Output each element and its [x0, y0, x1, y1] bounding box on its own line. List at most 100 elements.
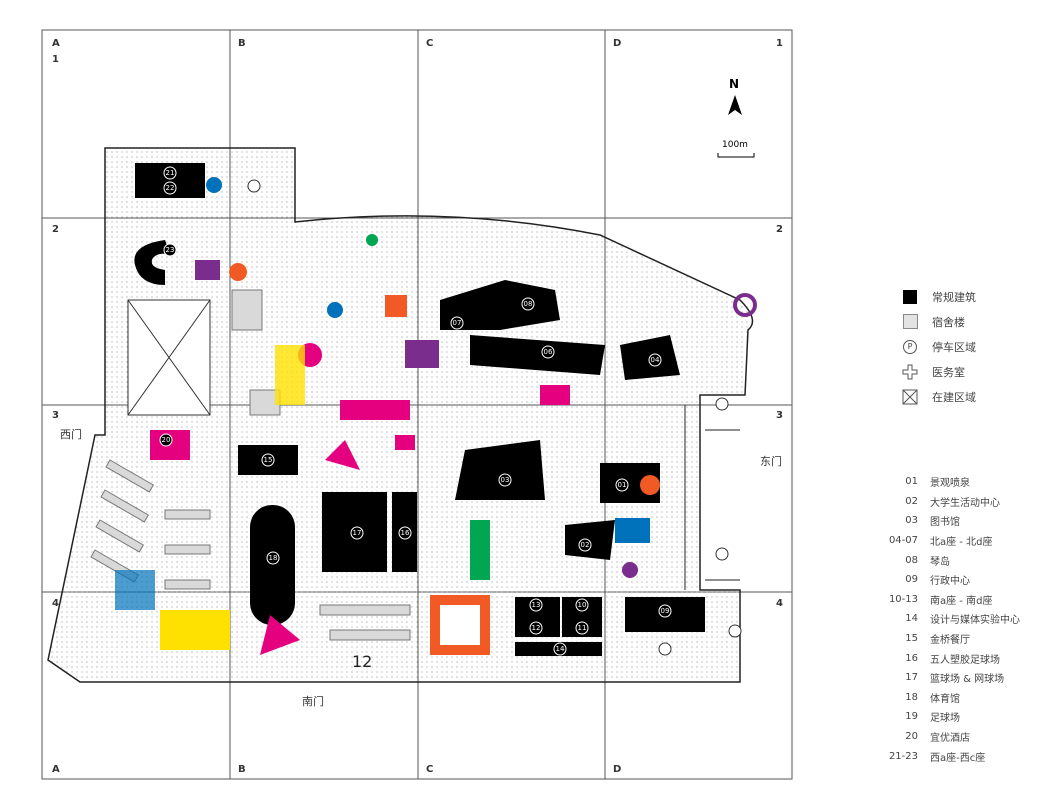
legend-item-medical: 医务室	[902, 359, 976, 384]
legend-item-building: 常规建筑	[902, 284, 976, 309]
legend-item-parking: P 停车区域	[902, 334, 976, 359]
marker-04[interactable]: 04	[648, 353, 662, 367]
black-square-icon	[902, 289, 918, 305]
marker-22[interactable]: 22	[163, 181, 177, 195]
col-label-d-bottom: D	[613, 764, 621, 775]
legend-label: 医务室	[932, 365, 965, 379]
svg-text:21: 21	[166, 169, 175, 177]
marker-13[interactable]: 13	[529, 598, 543, 612]
buildings	[134, 163, 705, 656]
svg-text:13: 13	[532, 601, 541, 609]
row-label-3: 3	[52, 410, 59, 421]
marker-01[interactable]: 01	[615, 478, 629, 492]
col-label-a-bottom: A	[52, 764, 60, 775]
compass: N 100m	[717, 77, 755, 158]
svg-text:14: 14	[556, 645, 565, 653]
construction-box-icon	[902, 389, 918, 405]
marker-12[interactable]: 12	[529, 621, 543, 635]
parking-icon: P	[902, 339, 918, 355]
row-label-4-right: 4	[776, 598, 783, 609]
construction-area	[127, 299, 211, 416]
marker-21[interactable]: 21	[163, 166, 177, 180]
building-markers: 21 22 23 08 07 06 04 01 03 02 09 10 11 1…	[159, 166, 672, 656]
row-label-1: 1	[52, 54, 59, 65]
marker-07[interactable]: 07	[450, 316, 464, 330]
map-number-12: 12	[352, 652, 372, 671]
legend-label: 常规建筑	[932, 290, 976, 304]
legend-label: 停车区域	[932, 340, 976, 354]
marker-20[interactable]: 20	[159, 433, 173, 447]
row-label-2-right: 2	[776, 224, 783, 235]
scale-label: 100m	[722, 140, 748, 150]
svg-text:23: 23	[166, 246, 175, 254]
marker-15[interactable]: 15	[261, 453, 275, 467]
east-gate-label: 东门	[760, 454, 782, 468]
marker-08[interactable]: 08	[521, 297, 535, 311]
medical-cross-icon	[902, 364, 918, 380]
svg-text:08: 08	[524, 300, 533, 308]
south-gate-label: 南门	[302, 694, 324, 708]
marker-10[interactable]: 10	[575, 598, 589, 612]
marker-09[interactable]: 09	[658, 604, 672, 618]
row-label-3-right: 3	[776, 410, 783, 421]
svg-text:20: 20	[162, 436, 171, 444]
row-label-4: 4	[52, 598, 59, 609]
svg-text:10: 10	[578, 601, 587, 609]
gray-square-icon	[902, 314, 918, 330]
marker-11[interactable]: 11	[575, 621, 589, 635]
symbol-legend: 常规建筑 宿舍楼 P 停车区域 医务室 在建区域	[902, 284, 976, 409]
west-gate-label: 西门	[60, 427, 82, 441]
north-arrow-icon	[728, 95, 742, 115]
svg-text:06: 06	[544, 348, 553, 356]
svg-text:02: 02	[581, 541, 590, 549]
svg-text:18: 18	[269, 554, 278, 562]
svg-text:03: 03	[501, 476, 510, 484]
legend-item-construction: 在建区域	[902, 384, 976, 409]
col-label-d: D	[613, 38, 621, 49]
svg-text:09: 09	[661, 607, 670, 615]
col-label-a: A	[52, 38, 60, 49]
col-label-b-bottom: B	[238, 764, 246, 775]
marker-18[interactable]: 18	[266, 551, 280, 565]
row-label-2: 2	[52, 224, 59, 235]
svg-text:22: 22	[166, 184, 175, 192]
marker-06[interactable]: 06	[541, 345, 555, 359]
dormitories	[90, 289, 411, 641]
legend-label: 宿舍楼	[932, 315, 965, 329]
legend-item-dorm: 宿舍楼	[902, 309, 976, 334]
marker-17[interactable]: 17	[350, 526, 364, 540]
marker-23[interactable]: 23	[163, 243, 177, 257]
north-label: N	[729, 77, 739, 91]
svg-text:11: 11	[578, 624, 587, 632]
svg-text:07: 07	[453, 319, 462, 327]
marker-03[interactable]: 03	[498, 473, 512, 487]
marker-14[interactable]: 14	[553, 642, 567, 656]
col-label-c-bottom: C	[426, 764, 433, 775]
marker-02[interactable]: 02	[578, 538, 592, 552]
decorative-shapes	[115, 177, 757, 655]
scale-bar	[717, 153, 755, 158]
svg-text:16: 16	[401, 529, 410, 537]
col-label-b: B	[238, 38, 246, 49]
svg-text:01: 01	[618, 481, 627, 489]
marker-16[interactable]: 16	[398, 526, 412, 540]
svg-text:15: 15	[264, 456, 273, 464]
col-label-c: C	[426, 38, 433, 49]
svg-text:12: 12	[532, 624, 541, 632]
